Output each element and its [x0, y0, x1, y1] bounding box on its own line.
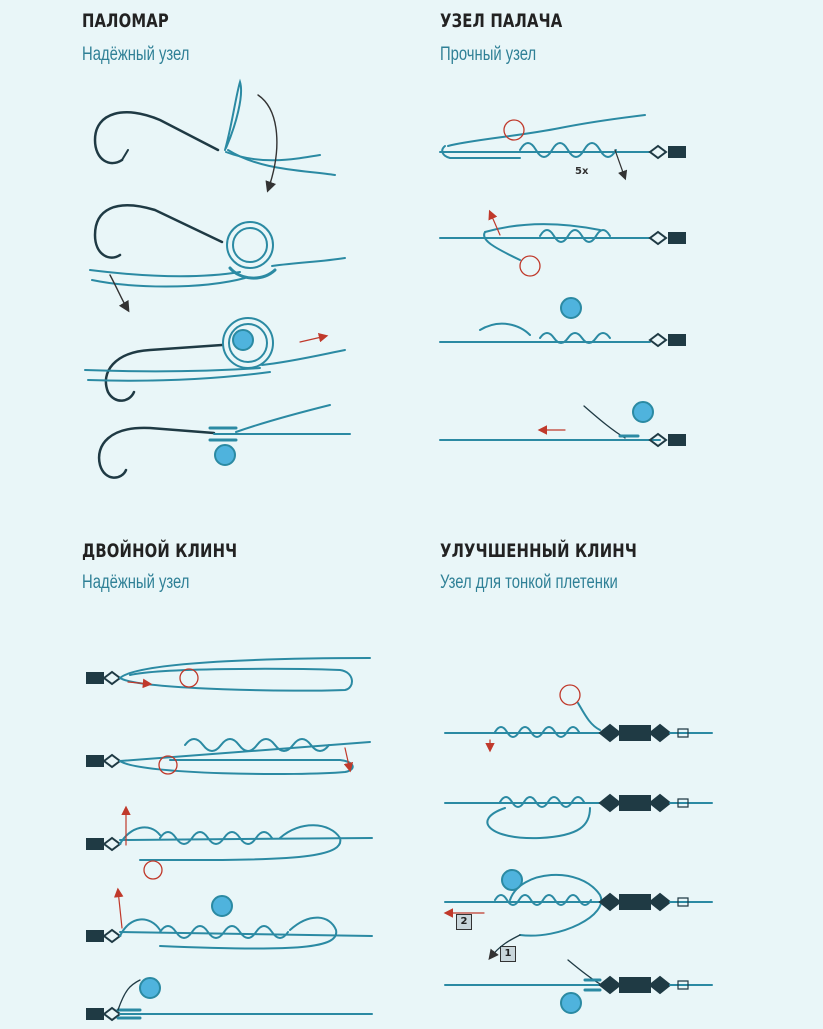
swivel-icon: [598, 892, 672, 912]
swivel-icon: [86, 672, 104, 684]
step-tag-2: 2: [456, 914, 472, 930]
double-clinch-subtitle: Надёжный узел: [82, 572, 190, 593]
improved-clinch-title: УЛУЧШЕННЫЙ КЛИНЧ: [440, 540, 637, 562]
hook-icon: [104, 343, 224, 402]
wraps-count-label: 5x: [575, 166, 589, 177]
swivel-icon: [648, 432, 668, 448]
hangman-step-2: [439, 209, 686, 277]
double-clinch-title: ДВОЙНОЙ КЛИНЧ: [82, 540, 238, 562]
palomar-step-2: [89, 204, 346, 313]
swivel-icon: [86, 930, 104, 942]
palomar-step-1: [93, 78, 336, 193]
snap-icon: [668, 232, 686, 244]
swivel-icon: [648, 332, 668, 348]
improved-clinch-diagram: [443, 684, 713, 1014]
improved-clinch-step-1: [444, 684, 713, 753]
hook-icon: [93, 204, 224, 259]
palomar-diagram: [84, 78, 351, 479]
palomar-ball-4: [214, 444, 236, 466]
double-clinch-ball-5: [139, 977, 161, 999]
hangman-step-4: [439, 401, 686, 448]
improved-clinch-step-4: [444, 959, 713, 1014]
double-clinch-step-1: [86, 657, 371, 692]
improved-clinch-step-2: [444, 793, 713, 840]
palomar-title: ПАЛОМАР: [82, 10, 169, 32]
hangman-step-3: [439, 297, 686, 348]
snap-icon: [668, 334, 686, 346]
hangman-ball-3: [560, 297, 582, 319]
swivel-icon: [598, 975, 672, 995]
double-clinch-step-4: [86, 887, 373, 950]
double-clinch-step-2: [86, 738, 371, 776]
hangman-diagram: [439, 114, 686, 448]
hook-icon: [93, 111, 220, 165]
swivel-icon: [86, 838, 104, 850]
improved-clinch-subtitle: Узел для тонкой плетенки: [440, 572, 618, 593]
double-clinch-step-5: [86, 977, 373, 1022]
swivel-icon: [86, 755, 104, 767]
hangman-ball-4: [632, 401, 654, 423]
swivel-icon: [648, 230, 668, 246]
swivel-icon: [86, 1008, 104, 1020]
palomar-ball-3: [232, 329, 254, 351]
hook-icon: [97, 426, 216, 479]
palomar-subtitle: Надёжный узел: [82, 44, 190, 65]
snap-icon: [668, 146, 686, 158]
palomar-step-4: [97, 404, 351, 479]
swivel-icon: [598, 723, 672, 743]
hangman-step-1: [439, 114, 686, 181]
double-clinch-ball-4: [211, 895, 233, 917]
double-clinch-diagram: [86, 657, 373, 1022]
swivel-icon: [598, 793, 672, 813]
snap-icon: [668, 434, 686, 446]
improved-clinch-step-3: [443, 869, 713, 961]
double-clinch-step-3: [86, 805, 373, 880]
hangman-subtitle: Прочный узел: [440, 44, 537, 65]
swivel-icon: [648, 144, 668, 160]
palomar-step-3: [84, 317, 346, 402]
improved-clinch-ball-4: [560, 992, 582, 1014]
hangman-title: УЗЕЛ ПАЛАЧА: [440, 10, 563, 32]
improved-clinch-ball-3: [501, 869, 523, 891]
step-tag-1: 1: [500, 946, 516, 962]
